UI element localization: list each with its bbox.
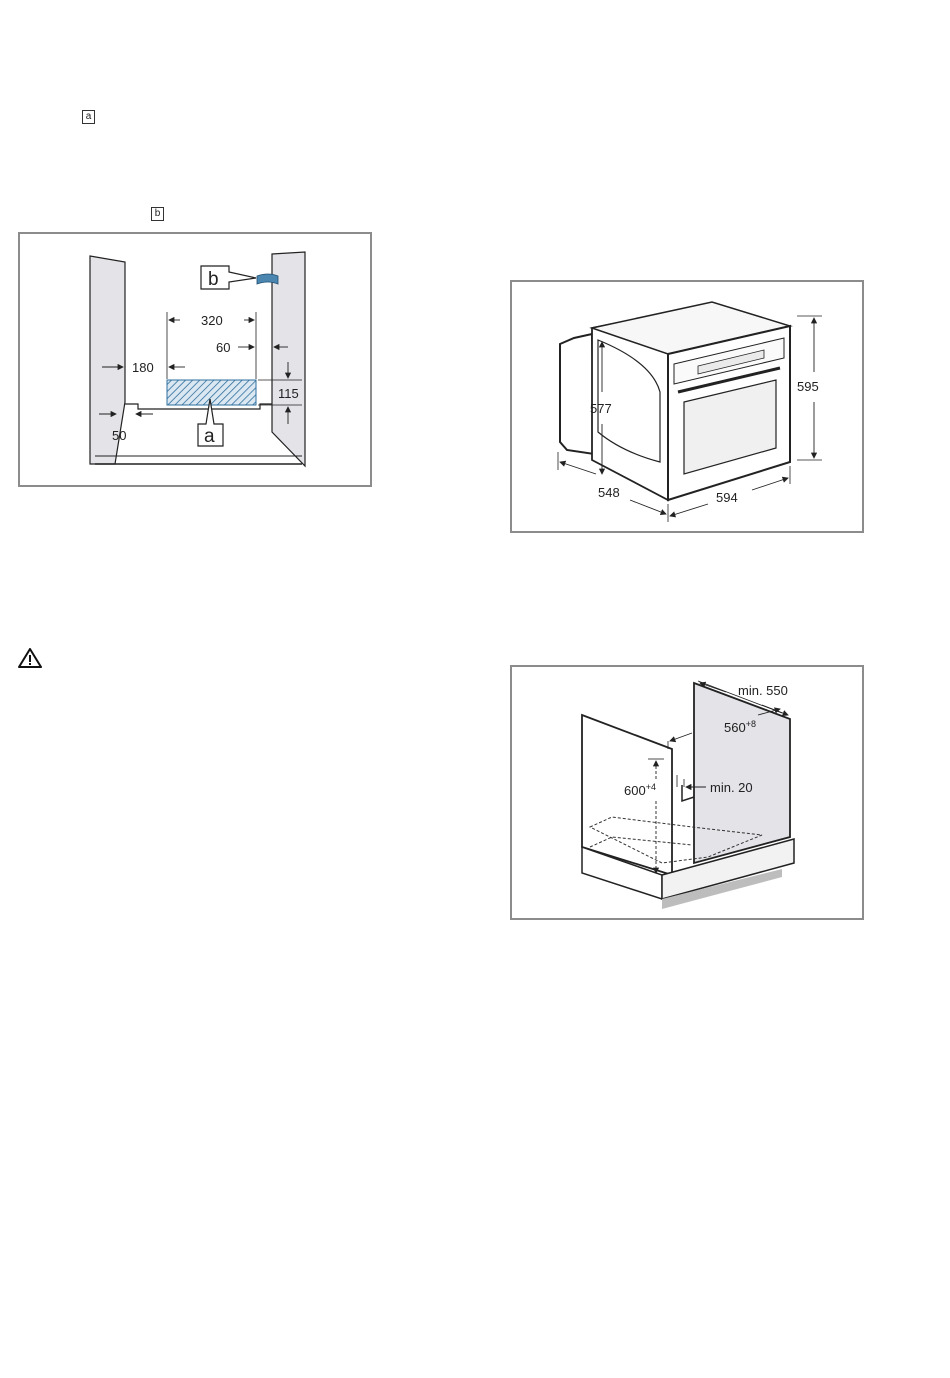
fixing-strip [257, 274, 278, 284]
callout-b: b [208, 269, 219, 290]
dim-577: 577 [590, 401, 612, 416]
figure-oven-dimensions: 595 577 548 594 [510, 280, 864, 533]
marker-a: a [82, 110, 95, 124]
dim-320: 320 [201, 313, 223, 328]
dim-180: 180 [132, 360, 154, 375]
dim-60: 60 [216, 340, 230, 355]
figure-oven-svg: 595 577 548 594 [512, 282, 866, 535]
marker-b: b [151, 207, 164, 221]
warning-triangle-icon [18, 648, 42, 673]
dim-50: 50 [112, 428, 126, 443]
dim-595: 595 [797, 379, 819, 394]
figure-niche-svg: min. 550 560+8 600+4 min. 20 [512, 667, 866, 922]
dim-594: 594 [716, 490, 738, 505]
figure-niche-dimensions: min. 550 560+8 600+4 min. 20 [510, 665, 864, 920]
dim-min-550: min. 550 [738, 683, 788, 698]
cutout-area [167, 380, 256, 405]
dim-115: 115 [278, 386, 299, 401]
dim-min-20: min. 20 [710, 780, 753, 795]
dim-548: 548 [598, 485, 620, 500]
figure-cutout-dimensions: 320 60 180 115 50 a b [18, 232, 372, 487]
figure-cutout-svg: 320 60 180 115 50 a b [20, 234, 374, 489]
right-wall [272, 252, 305, 466]
callout-a: a [204, 426, 215, 447]
